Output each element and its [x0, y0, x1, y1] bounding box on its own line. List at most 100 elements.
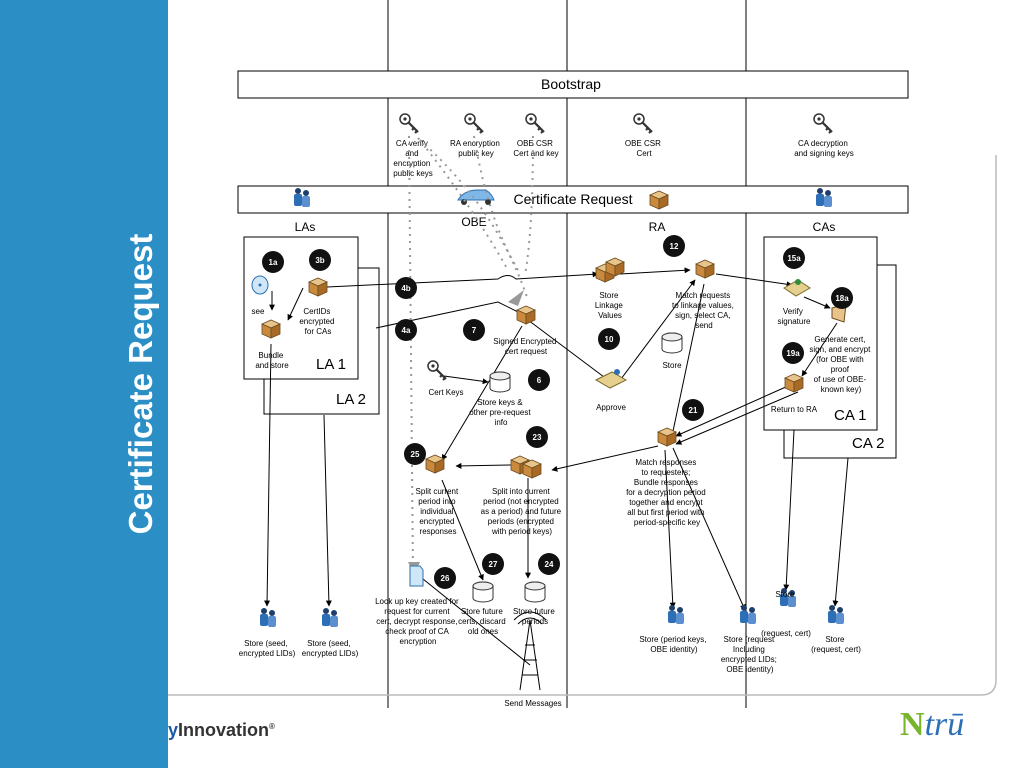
step-labels: see CertIDs encrypted for CAs Bundle and… [239, 291, 872, 708]
key-label-obe-csr: OBE CSR Cert and key [513, 139, 558, 158]
lookup-label: Look up key created for request for curr… [375, 597, 461, 646]
column-obe: OBE [461, 215, 486, 229]
bundle-package-icon [261, 319, 281, 339]
flow-arrows [264, 267, 849, 666]
diagram-svg: Bootstrap CA verify and encryption publi… [168, 0, 997, 708]
cert-request-bar: Certificate Request [237, 185, 909, 214]
la1-label: LA 1 [316, 356, 346, 373]
ra-store-period-label: Store (period keys, OBE identity) [639, 635, 708, 654]
brand-left-mark: ® [269, 722, 275, 731]
la2-label: LA 2 [336, 391, 366, 408]
store-future-periods-disk-icon [524, 581, 546, 603]
brand-left-prefix: y [168, 720, 179, 740]
car-icon [457, 189, 495, 205]
svg-text:1a: 1a [269, 258, 278, 267]
brand-right-logo: Ntrū [900, 706, 964, 744]
svg-text:26: 26 [441, 574, 450, 583]
svg-text:4a: 4a [402, 326, 411, 335]
badge-27: 27 [482, 553, 504, 575]
sidebar [0, 0, 168, 768]
svg-text:23: 23 [533, 433, 542, 442]
ca2-label: CA 2 [852, 435, 885, 452]
match-responses-package-icon [657, 427, 677, 447]
split-into-packages-icon [510, 455, 542, 479]
split-current-label: Split current period into individual enc… [416, 487, 461, 536]
ra-store-disk-icon [661, 332, 683, 354]
certids-package-icon [308, 277, 328, 297]
bundle-label: Bundle and store [255, 351, 289, 370]
key-icon [524, 112, 546, 135]
ca-store2-people-icon [828, 605, 844, 624]
key-label-obe-csr-cert: OBE CSR Cert [625, 139, 663, 158]
step-badges: 1a 3b 4b 4a 7 6 12 10 15a 18a 19a 21 23 … [262, 235, 853, 589]
ra-store-request-label: Store (request Including encrypted LIDs;… [721, 635, 779, 674]
split-into-label: Split into current period (not encrypted… [481, 487, 564, 536]
column-cas: CAs [813, 220, 836, 234]
badge-12: 12 [663, 235, 685, 257]
badge-24: 24 [538, 553, 560, 575]
badge-26: 26 [434, 567, 456, 589]
bootstrap-keys: CA verify and encryption public keys RA … [393, 112, 854, 178]
svg-text:24: 24 [545, 560, 554, 569]
store-future-periods-label: Store future periods [513, 607, 557, 626]
store-linkage-icon [595, 257, 625, 283]
store-future-certs-label: Store future certs, discard old ones [458, 607, 508, 636]
svg-text:4b: 4b [401, 284, 410, 293]
verify-signature-label: Verify signature [778, 307, 811, 326]
column-las: LAs [295, 220, 316, 234]
approve-icon [594, 369, 628, 389]
cert-keys-icon [426, 359, 448, 382]
slide-title-text: Certificate Request [122, 234, 159, 535]
document-icon [409, 565, 424, 587]
badge-6: 6 [528, 369, 550, 391]
return-ra-label: Return to RA [771, 405, 818, 414]
match-responses-label: Match responses to requesters; Bundle re… [626, 458, 708, 527]
la-store1-people-icon [260, 608, 276, 627]
key-icon [632, 112, 654, 135]
column-ra: RA [649, 220, 666, 234]
column-dividers [387, 0, 747, 708]
svg-text:3b: 3b [315, 256, 324, 265]
generate-cert-label: Generate cert, sign, and encrypt (for OB… [809, 335, 872, 394]
ra-store-period-people-icon [668, 605, 684, 624]
brand-left-main: Innovation [178, 720, 270, 740]
match-requests-label: Match requests to linkage values, sign, … [672, 291, 736, 330]
cert-request-label: Certificate Request [513, 191, 632, 207]
ca-store1-label: Store (request, cert) [761, 590, 811, 638]
approve-label: Approve [596, 403, 626, 412]
brand-right-n: N [900, 706, 925, 743]
svg-text:18a: 18a [835, 294, 849, 303]
svg-text:7: 7 [472, 326, 477, 335]
key-label-ra-enc: RA encryption public key [450, 139, 502, 158]
verify-signature-icon [783, 279, 811, 297]
brand-right-rest: trū [924, 706, 965, 743]
store-keys-label: Store keys & other pre-request info [469, 398, 533, 427]
signed-request-package-icon [516, 305, 536, 325]
badge-4b: 4b [395, 277, 417, 299]
ca-store2-label: Store (request, cert) [811, 635, 861, 654]
svg-text:19a: 19a [786, 349, 800, 358]
badge-21: 21 [682, 399, 704, 421]
badge-25: 25 [404, 443, 426, 465]
send-messages-label: Send Messages [504, 699, 561, 708]
key-icon [812, 112, 834, 135]
antenna-tower-icon [513, 611, 547, 691]
svg-text:15a: 15a [787, 254, 801, 263]
cert-keys-label: Cert Keys [428, 388, 463, 397]
key-icon [398, 112, 420, 135]
slide-frame [168, 155, 997, 696]
return-package-icon [784, 373, 804, 393]
diagram: Bootstrap CA verify and encryption publi… [168, 0, 1024, 768]
badge-18a: 18a [831, 287, 853, 309]
dotted-lines [408, 135, 534, 576]
badge-15a: 15a [783, 247, 805, 269]
bootstrap-label: Bootstrap [541, 76, 601, 92]
certids-label: CertIDs encrypted for CAs [299, 307, 336, 336]
bootstrap-bar: Bootstrap [237, 70, 909, 99]
seed-label: see [252, 307, 265, 316]
ca1-label: CA 1 [834, 407, 867, 424]
badge-3b: 3b [309, 249, 331, 271]
badge-10: 10 [598, 328, 620, 350]
badge-23: 23 [526, 426, 548, 448]
key-label-ca-verify: CA verify and encryption public keys [393, 139, 433, 178]
